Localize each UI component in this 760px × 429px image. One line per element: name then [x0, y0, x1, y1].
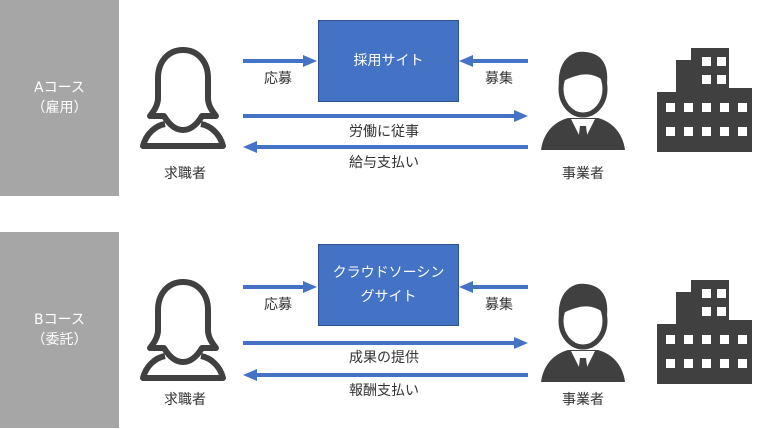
apply-arrow [243, 55, 317, 67]
course-b-title: Bコース [34, 312, 85, 328]
apply-arrow [243, 281, 317, 293]
recruit-arrow [459, 281, 528, 293]
job-seeker-label: 求職者 [164, 392, 206, 408]
course-a-row: Aコース （雇用） 採用サイト [0, 0, 760, 196]
businessman-icon [541, 283, 625, 382]
apply-label: 応募 [264, 71, 292, 87]
building-icon [657, 48, 752, 152]
building-icon [657, 280, 752, 384]
woman-icon [140, 47, 226, 149]
work-label: 労働に従事 [349, 124, 419, 140]
deliverable-label: 成果の提供 [349, 350, 419, 366]
job-seeker-label: 求職者 [164, 166, 206, 182]
course-a-title: Aコース [34, 80, 85, 96]
course-b-subtitle: （委託） [31, 332, 88, 348]
course-a-box: Aコース （雇用） [0, 0, 119, 196]
work-arrow [243, 110, 528, 122]
payment-arrow [243, 369, 528, 381]
payment-label: 給与支払い [349, 155, 419, 171]
payment-label: 報酬支払い [349, 383, 419, 399]
recruit-label: 募集 [485, 71, 513, 87]
recruit-label: 募集 [485, 297, 513, 313]
recruit-site-label: 採用サイト [353, 53, 424, 69]
recruit-site-box: 採用サイト [318, 20, 459, 102]
course-b-row: Bコース （委託） クラウドソーシン グサイト [0, 232, 760, 428]
course-b-graphics [140, 279, 752, 384]
crowdsourcing-site-label: クラウドソーシン グサイト [332, 265, 445, 305]
employer-label: 事業者 [562, 166, 604, 182]
woman-icon [140, 279, 226, 381]
payment-arrow [243, 141, 528, 153]
course-a-graphics [140, 47, 752, 153]
apply-label: 応募 [264, 297, 292, 313]
course-a-subtitle: （雇用） [31, 100, 88, 116]
crowdsourcing-site-box: クラウドソーシン グサイト [318, 244, 459, 326]
businessman-icon [541, 51, 625, 150]
recruit-arrow [459, 55, 528, 67]
employer-label: 事業者 [562, 392, 604, 408]
deliverable-arrow [243, 337, 528, 349]
course-b-box: Bコース （委託） [0, 232, 119, 428]
